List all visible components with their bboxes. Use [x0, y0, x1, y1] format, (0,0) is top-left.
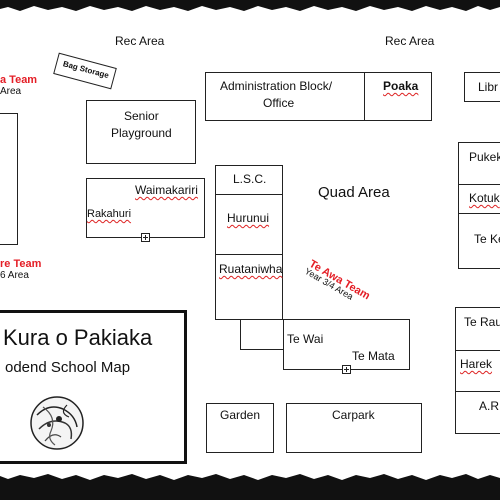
left-edge-building [0, 113, 18, 245]
poaka-building: Poaka [364, 72, 432, 121]
administration-office-label: Office [263, 96, 295, 110]
library-building: Libr [464, 72, 500, 102]
waimakariri-label: Waimakariri [135, 183, 198, 197]
carpark-label: Carpark [332, 408, 375, 422]
ar-label: A.R. [479, 399, 500, 413]
quad-area-label: Quad Area [318, 184, 390, 201]
carpark-area: Carpark [286, 403, 422, 453]
poaka-label: Poaka [383, 79, 419, 93]
lsc-label: L.S.C. [233, 172, 267, 186]
garden-label: Garden [220, 408, 261, 422]
senior-playground-area: Senior Playground [86, 100, 196, 164]
te-rau-label: Te Rau [464, 315, 500, 329]
waimakariri-building: Waimakariri Rakahuri [86, 178, 205, 238]
ruataniwha-label: Ruataniwha [219, 262, 283, 276]
team-mid-left-sub-label: 6 Area [0, 270, 29, 281]
team-top-left-sub-label: Area [0, 86, 22, 97]
plus-marker-icon [141, 233, 150, 242]
administration-block-building: Administration Block/ Office [205, 72, 365, 121]
te-wai-label: Te Wai [287, 332, 324, 346]
harekeke-label: Harek [460, 357, 493, 371]
hurunui-building: Hurunui [215, 194, 283, 255]
pukeko-label: Pukek [469, 150, 500, 164]
senior-playground-label-line1: Senior [124, 109, 159, 123]
map-top-border [0, 0, 500, 11]
hurunui-label: Hurunui [227, 211, 270, 225]
ar-building: A.R. [455, 391, 500, 434]
te-ke-label: Te Ke [474, 232, 500, 246]
te-rau-building: Te Rau [455, 307, 500, 351]
kotuku-label: Kotuk [469, 191, 500, 205]
pukeko-building: Pukek [458, 142, 500, 185]
plus-marker-icon [342, 365, 351, 374]
te-mata-label: Te Mata [352, 349, 395, 363]
bag-storage-label: Bag Storage [62, 59, 110, 81]
harekeke-building: Harek [455, 350, 500, 392]
map-bottom-border [0, 474, 500, 500]
map-title: Kura o Pakiaka [3, 325, 153, 350]
administration-block-label: Administration Block/ [220, 79, 333, 93]
bag-storage-building: Bag Storage [53, 52, 117, 90]
team-mid-left-label: re Team [0, 258, 42, 270]
ruataniwha-building: Ruataniwha [215, 254, 283, 320]
rakahuri-label: Rakahuri [87, 208, 132, 220]
te-wai-annex-building [240, 319, 284, 350]
map-subtitle: odend School Map [5, 359, 131, 376]
map-title-card: Kura o Pakiaka odend School Map [0, 310, 187, 464]
library-label: Libr [478, 80, 499, 94]
te-ke-building: Te Ke [458, 213, 500, 269]
school-logo-icon [30, 396, 84, 450]
te-wai-te-mata-building: Te Wai Te Mata [283, 319, 410, 370]
senior-playground-label-line2: Playground [111, 126, 172, 140]
team-top-left-label: a Team [0, 74, 38, 86]
kotuku-building: Kotuk [458, 184, 500, 214]
garden-area: Garden [206, 403, 274, 453]
lsc-building: L.S.C. [215, 165, 283, 195]
rec-area-right-label: Rec Area [385, 34, 435, 48]
rec-area-left-label: Rec Area [115, 34, 165, 48]
